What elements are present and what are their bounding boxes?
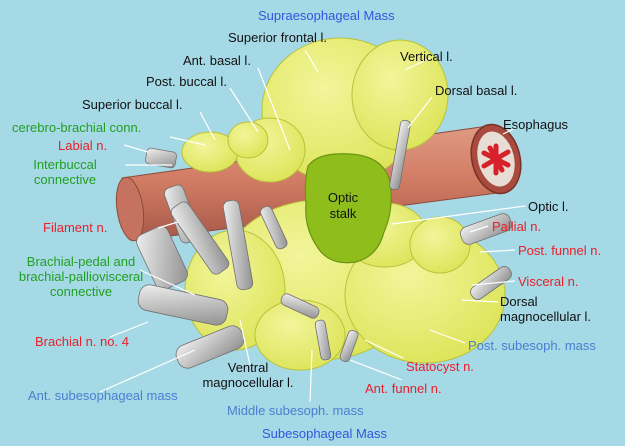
label-brachial-pedal-line2: brachial-palliovisceral xyxy=(18,269,144,284)
label-dorsal-magnocellular: Dorsal magnocellular l. xyxy=(500,294,591,324)
label-optic-stalk-line1: Optic xyxy=(327,190,359,205)
label-post-funnel-n: Post. funnel n. xyxy=(518,243,602,258)
label-optic-l: Optic l. xyxy=(528,199,569,214)
nerves xyxy=(136,119,512,369)
label-superior-buccal: Superior buccal l. xyxy=(82,97,183,112)
optic-stalk-shape xyxy=(304,153,392,264)
label-brachial-pedal-line1: Brachial-pedal and xyxy=(26,254,136,269)
label-brachial-pedal-line3: connective xyxy=(49,284,113,299)
label-brachial-n4: Brachial n. no. 4 xyxy=(35,334,129,349)
label-pallial-n: Pallial n. xyxy=(492,219,542,234)
label-brachial-pedal-connective: Brachial-pedal and brachial-pallioviscer… xyxy=(6,254,156,299)
label-dorsal-basal: Dorsal basal l. xyxy=(435,83,518,98)
label-interbuccal-line2: connective xyxy=(33,172,97,187)
label-vertical: Vertical l. xyxy=(400,49,453,64)
label-ant-funnel-n: Ant. funnel n. xyxy=(365,381,442,396)
label-interbuccal-connective: Interbuccal connective xyxy=(10,157,120,187)
label-optic-stalk: Optic stalk xyxy=(318,190,368,222)
label-cerebro-brachial: cerebro-brachial conn. xyxy=(12,120,142,135)
label-labial-n: Labial n. xyxy=(58,138,108,153)
label-dorsal-magno-line2: magnocellular l. xyxy=(500,309,592,324)
label-ventral-magno-line2: magnocellular l. xyxy=(202,375,294,390)
label-statocyst-n: Statocyst n. xyxy=(406,359,474,374)
label-ant-basal: Ant. basal l. xyxy=(183,53,251,68)
label-interbuccal-line1: Interbuccal xyxy=(33,157,97,172)
label-optic-stalk-line2: stalk xyxy=(329,206,357,221)
label-post-subesoph-mass: Post. subesoph. mass xyxy=(468,338,596,353)
label-visceral-n: Visceral n. xyxy=(518,274,579,289)
label-middle-subesoph-mass: Middle subesoph. mass xyxy=(227,403,364,418)
label-post-buccal: Post. buccal l. xyxy=(146,74,227,89)
label-ventral-magno-line1: Ventral xyxy=(227,360,269,375)
brain-body xyxy=(181,37,506,371)
label-superior-frontal: Superior frontal l. xyxy=(228,30,327,45)
label-esophagus: Esophagus xyxy=(503,117,569,132)
label-ventral-magnocellular: Ventral magnocellular l. xyxy=(188,360,308,390)
leader-lines xyxy=(99,49,526,403)
label-subesophageal-mass: Subesophageal Mass xyxy=(262,426,388,441)
label-dorsal-magno-line1: Dorsal xyxy=(500,294,538,309)
label-supraesophageal-mass: Supraesophageal Mass xyxy=(258,8,395,23)
label-ant-subesophageal-mass: Ant. subesophageal mass xyxy=(28,388,178,403)
label-filament-n: Filament n. xyxy=(43,220,108,235)
